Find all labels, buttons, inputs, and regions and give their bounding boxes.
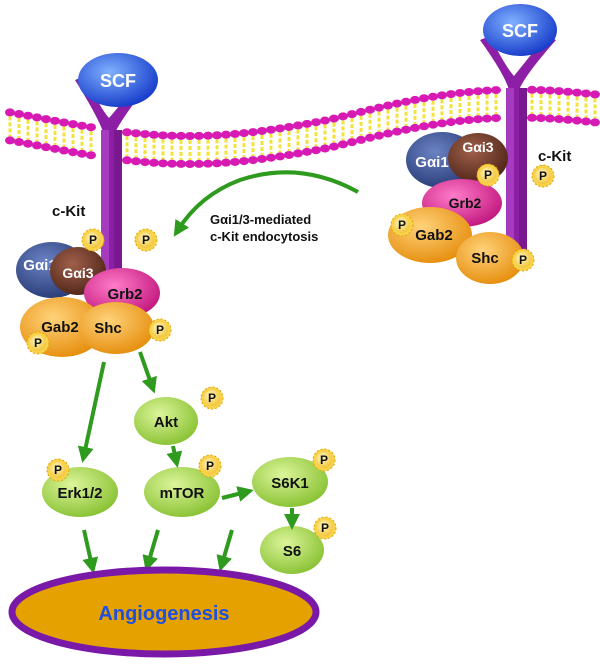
p-mtor-label: P: [206, 459, 214, 473]
p-gab2-right-label: P: [398, 218, 406, 232]
scf-ligand-left: SCF: [78, 53, 158, 107]
ckit-label-right: c-Kit: [538, 148, 571, 165]
grb2-label-left: Grb2: [107, 286, 142, 303]
p-erk: P: [46, 458, 70, 482]
s6-node: S6: [260, 526, 324, 574]
left-complex: Gαi1 Gαi3 Grb2 Gab2 Shc: [16, 242, 160, 357]
cell-membrane: [5, 85, 600, 168]
s6k1-label: S6K1: [271, 475, 309, 492]
gai3-label-left: Gαi3: [62, 265, 93, 281]
p-receptor-right: P: [531, 164, 555, 188]
erk-label: Erk1/2: [57, 485, 102, 502]
p-gab2-right: P: [390, 213, 414, 237]
s6-label: S6: [283, 543, 301, 560]
p-receptor-left-2-label: P: [142, 233, 150, 247]
right-complex: Gαi1 Gαi3 Grb2 Gab2 Shc: [388, 132, 524, 284]
gai1-label-right: Gαi1: [415, 154, 448, 171]
arrow-erk-to-angiogenesis: [82, 529, 99, 574]
arrows: [77, 170, 359, 574]
p-receptor-left-1: P: [81, 228, 105, 252]
p-s6k1-label: P: [320, 453, 328, 467]
angiogenesis-outcome: Angiogenesis: [8, 566, 320, 658]
shc-left: [78, 302, 154, 354]
phosphorylation-markers: P P P P P P P P P P P P P: [26, 163, 555, 540]
p-receptor-left-2: P: [134, 228, 158, 252]
p-akt-label: P: [208, 391, 216, 405]
p-shc-left-label: P: [156, 323, 164, 337]
akt-node: Akt: [134, 397, 198, 445]
shc-label-right: Shc: [471, 250, 499, 267]
p-mtor: P: [198, 454, 222, 478]
gai1-label-left: Gαi1: [23, 257, 56, 274]
p-gai3-right-label: P: [484, 168, 492, 182]
endocytosis-arrow: [173, 170, 359, 237]
p-gab2-left-label: P: [34, 336, 42, 350]
ckit-label-left: c-Kit: [52, 203, 85, 220]
arrow-mtor-to-angiogenesis: [142, 529, 160, 572]
p-s6k1: P: [312, 448, 336, 472]
p-shc-right: P: [511, 248, 535, 272]
annotation-line1: Gαi1/3-mediated: [210, 212, 311, 227]
scf-ligand-right: SCF: [483, 4, 557, 56]
p-shc-right-label: P: [519, 253, 527, 267]
grb2-label-right: Grb2: [449, 195, 482, 211]
arrow-s6-to-angiogenesis: [216, 529, 234, 572]
gab2-label-left: Gab2: [41, 319, 79, 336]
mtor-label: mTOR: [160, 485, 205, 502]
annotation-line2: c-Kit endocytosis: [210, 229, 318, 244]
p-erk-label: P: [54, 463, 62, 477]
arrow-shc-to-akt: [138, 351, 157, 394]
p-shc-left: P: [148, 318, 172, 342]
scf-label-right: SCF: [502, 21, 538, 41]
p-gai3-right: P: [476, 163, 500, 187]
p-s6-label: P: [321, 521, 329, 535]
mtor-node: mTOR: [144, 467, 220, 517]
p-receptor-left-1-label: P: [89, 233, 97, 247]
angiogenesis-label: Angiogenesis: [98, 603, 229, 625]
arrow-mtor-to-s6k1: [221, 486, 254, 502]
akt-label: Akt: [154, 414, 178, 431]
arrow-shc-to-erk: [77, 361, 106, 463]
right-receptor: [480, 36, 556, 258]
gai3-label-right: Gαi3: [462, 139, 493, 155]
shc-label-left: Shc: [94, 320, 122, 337]
p-akt: P: [200, 386, 224, 410]
p-gab2-left: P: [26, 331, 50, 355]
p-s6: P: [313, 516, 337, 540]
p-receptor-right-label: P: [539, 169, 547, 183]
scf-label-left: SCF: [100, 71, 136, 91]
gab2-label-right: Gab2: [415, 227, 453, 244]
s6k1-node: S6K1: [252, 457, 328, 507]
left-receptor: [75, 76, 152, 300]
shc-right: [456, 232, 524, 284]
arrow-akt-to-mtor: [166, 445, 183, 468]
